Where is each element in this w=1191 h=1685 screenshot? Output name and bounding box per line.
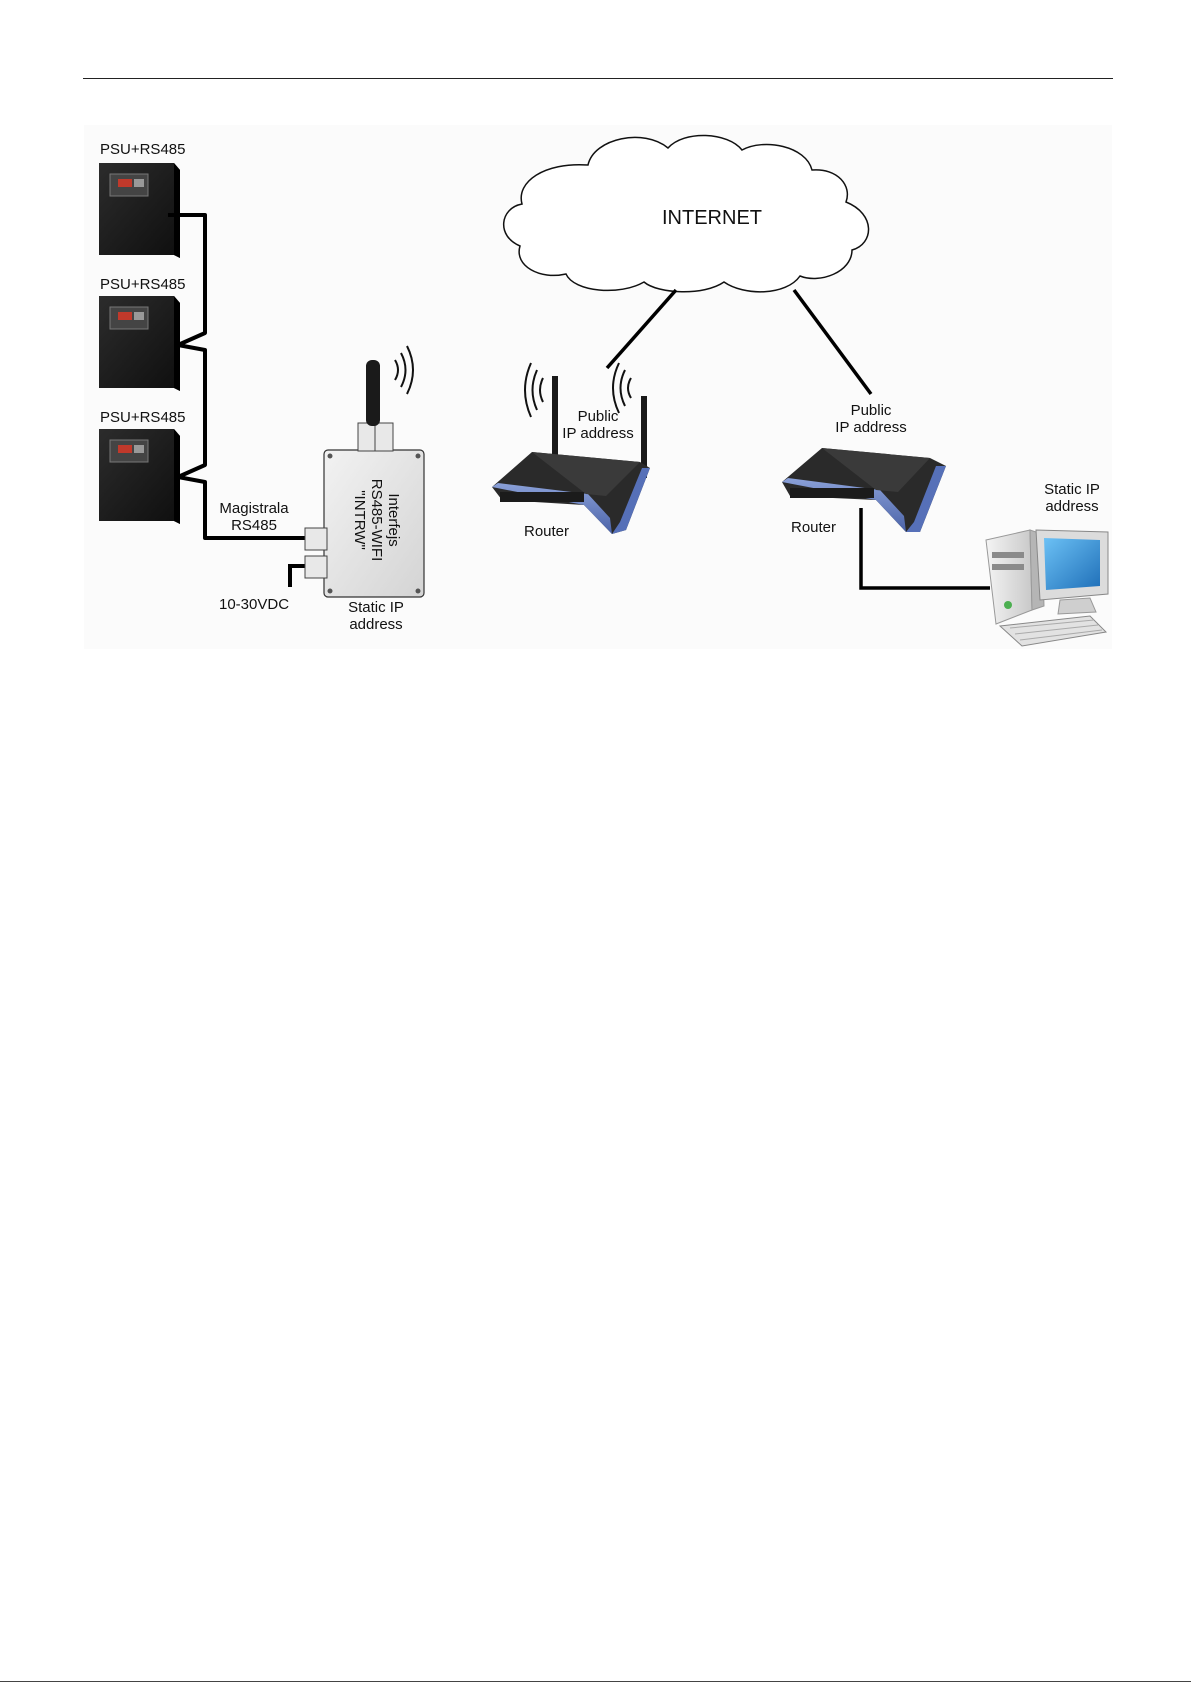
router-1-name: Router	[524, 523, 569, 540]
bus-label-line2: RS485	[231, 517, 277, 534]
router-1-ip-label-line2: IP address	[562, 425, 633, 442]
pc-ip-label-line2: address	[1045, 498, 1098, 515]
pc-ip-label-line1: Static IP	[1044, 481, 1100, 498]
interface-label-line1: Interfejs	[385, 493, 402, 546]
router-2-ip-label-line1: Public	[851, 402, 892, 419]
interface-label-line2: RS485-WIFI	[368, 479, 385, 562]
psu-3-label: PSU+RS485	[100, 409, 185, 426]
internet-label: INTERNET	[662, 207, 762, 229]
interface-ip-label-line1: Static IP	[348, 599, 404, 616]
interface-label-line3: "INTRW"	[351, 490, 368, 550]
footer-rule	[0, 1681, 1191, 1682]
psu-2-label: PSU+RS485	[100, 276, 185, 293]
pc-screen	[1044, 538, 1100, 590]
psu-cabinet-icon	[99, 429, 180, 524]
router-2-ip-label-line2: IP address	[835, 419, 906, 436]
interface-ip-label-line2: address	[349, 616, 402, 633]
psu-1-label: PSU+RS485	[100, 141, 185, 158]
desktop-computer-icon	[986, 530, 1108, 646]
bus-label-line1: Magistrala	[219, 500, 289, 517]
psu-cabinet-icon	[99, 163, 180, 258]
router-1-ip-label-line1: Public	[578, 408, 619, 425]
antenna-icon	[366, 360, 380, 426]
power-supply-label: 10-30VDC	[219, 596, 289, 613]
psu-cabinet-icon	[99, 296, 180, 391]
router-2-name: Router	[791, 519, 836, 536]
